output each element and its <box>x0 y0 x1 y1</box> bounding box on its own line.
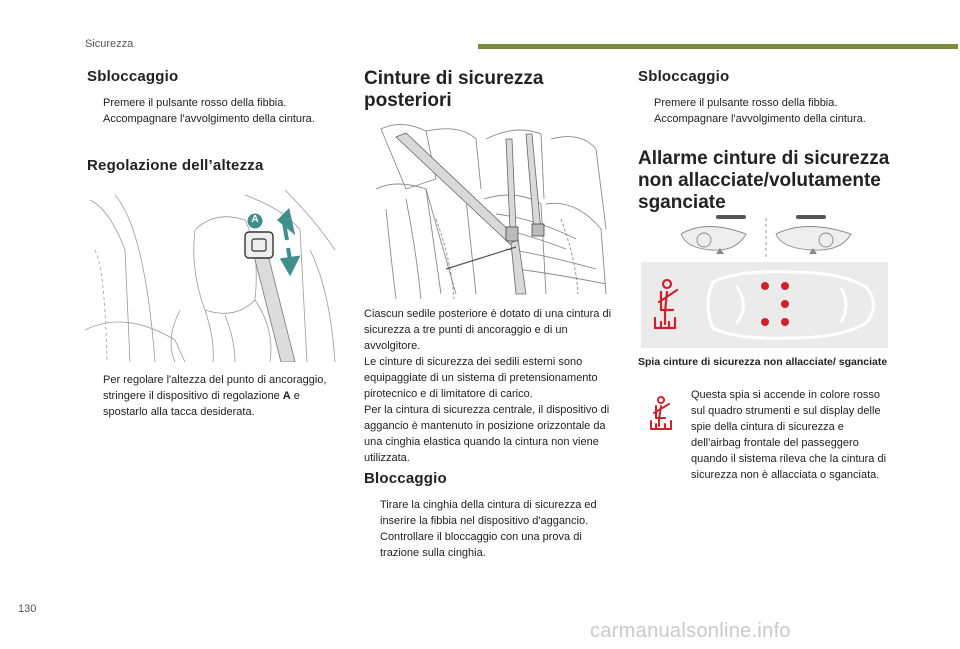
seatbelt-display-panel <box>641 262 888 348</box>
list-item: Premere il pulsante rosso della fibbia. <box>103 97 287 109</box>
page-number: 130 <box>18 603 37 615</box>
col3-unlock-title: Sbloccaggio <box>638 68 730 85</box>
col3-unlock-list: Premere il pulsante rosso della fibbia. … <box>638 95 900 127</box>
mirror-warning-illustration <box>676 214 866 262</box>
section-label: Sicurezza <box>85 38 134 50</box>
paragraph: Per la cintura di sicurezza centrale, il… <box>364 404 610 464</box>
list-item: Accompagnare l'avvolgimento della cintur… <box>103 113 315 125</box>
col2-lock-list: Tirare la cinghia della cintura di sicur… <box>364 497 616 561</box>
paragraph: Ciascun sedile posteriore è dotato di un… <box>364 308 612 352</box>
figure-label-a: A <box>251 214 259 225</box>
header-accent-bar <box>478 44 958 49</box>
col2-title: Cinture di sicurezza posteriori <box>364 68 544 111</box>
col2-lock-title: Bloccaggio <box>364 470 447 487</box>
rear-seats-illustration <box>366 119 614 299</box>
list-item: Controllare il bloccaggio con una prova … <box>380 531 582 559</box>
list-item: Accompagnare l'avvolgimento della cintur… <box>654 113 866 125</box>
paragraph: Le cinture di sicurezza dei sedili ester… <box>364 356 598 400</box>
col3-alarm-title: Allarme cinture di sicurezza non allacci… <box>638 148 890 213</box>
seatbelt-warning-icon <box>646 396 676 430</box>
warning-light-description: Questa spia si accende in colore rosso s… <box>691 389 887 481</box>
list-item: Premere il pulsante rosso della fibbia. <box>654 97 838 109</box>
col1-unlock-list: Premere il pulsante rosso della fibbia. … <box>87 95 347 127</box>
warning-light-caption: Spia cinture di sicurezza non allacciate… <box>638 356 888 368</box>
col1-height-list: Per regolare l'altezza del punto di anco… <box>87 372 347 420</box>
col2-body: Ciascun sedile posteriore è dotato di un… <box>364 306 616 466</box>
front-seat-belt-illustration: A <box>85 190 341 362</box>
list-item: Per regolare l'altezza del punto di anco… <box>103 374 327 418</box>
watermark: carmanualsonline.info <box>590 620 791 642</box>
col1-height-title: Regolazione dell’altezza <box>87 157 264 174</box>
list-item: Tirare la cinghia della cintura di sicur… <box>380 499 597 527</box>
col1-unlock-title: Sbloccaggio <box>87 68 179 85</box>
